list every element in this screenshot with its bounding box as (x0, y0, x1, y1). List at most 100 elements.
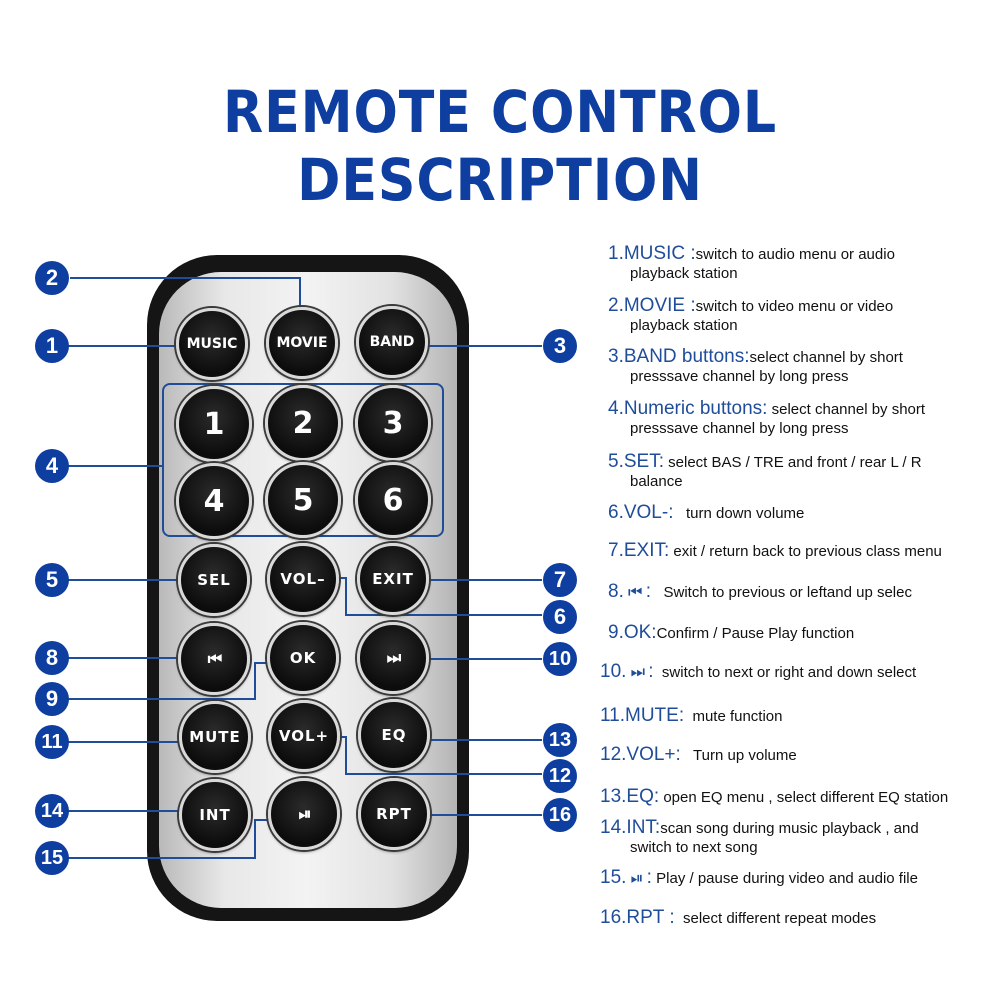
play-pause-button[interactable]: ⏯ (268, 778, 340, 850)
music-button[interactable]: MUSIC (176, 308, 248, 380)
callout-6: 6 (543, 600, 577, 634)
previous-icon: ⏮ (628, 584, 642, 601)
description-text: select BAS / TRE and front / rear L / R (663, 454, 922, 471)
description-text: scan song during music playback , and (660, 820, 919, 837)
play-pause-icon: ⏯ (630, 870, 644, 887)
description-10: 10. ⏭ : switch to next or right and down… (600, 662, 992, 682)
description-separator: : (640, 581, 651, 602)
previous-button[interactable]: ⏮ (178, 623, 250, 695)
description-text: select channel by short (767, 401, 926, 418)
numeric-button-4[interactable]: 4 (176, 463, 252, 539)
callout-1: 1 (35, 329, 69, 363)
callout-10: 10 (543, 642, 577, 676)
description-separator: : (664, 907, 675, 928)
callout-14: 14 (35, 794, 69, 828)
leader-line-15 (68, 819, 268, 859)
next-button[interactable]: ⏭ (357, 622, 429, 694)
description-6: 6.VOL-: turn down volume (608, 503, 1000, 523)
description-text: switch to next or right and down select (653, 664, 917, 681)
description-text-continued: playback station (630, 265, 738, 282)
next-icon: ⏭ (630, 664, 645, 681)
callout-15: 15 (35, 841, 69, 875)
description-8: 8. ⏮ : Switch to previous or leftand up … (608, 582, 1000, 602)
vol-up-button[interactable]: VOL+ (268, 700, 340, 772)
numeric-button-1[interactable]: 1 (176, 386, 252, 462)
description-1: 1.MUSIC :switch to audio menu or audio p… (608, 244, 1000, 283)
callout-8: 8 (35, 641, 69, 675)
page-title: REMOTE CONTROL DESCRIPTION (222, 78, 778, 214)
rpt-button[interactable]: RPT (358, 778, 430, 850)
description-4: 4.Numeric buttons: select channel by sho… (608, 399, 1000, 438)
description-text-continued: balance (630, 473, 683, 490)
leader-line-2 (70, 277, 301, 310)
description-separator: : (643, 661, 654, 682)
description-text: open EQ menu , select different EQ stati… (659, 789, 949, 806)
vol-down-button[interactable]: VOL– (267, 543, 339, 615)
movie-button[interactable]: MOVIE (266, 307, 338, 379)
callout-9: 9 (35, 682, 69, 716)
description-text: exit / return back to previous class men… (669, 543, 942, 560)
callout-3: 3 (543, 329, 577, 363)
int-button[interactable]: INT (179, 779, 251, 851)
description-text-continued: playback station (630, 317, 738, 334)
previous-icon: ⏮ (207, 649, 222, 668)
description-11: 11.MUTE: mute function (600, 706, 992, 726)
numeric-button-5[interactable]: 5 (265, 462, 341, 538)
callout-11: 11 (35, 725, 69, 759)
sel-button[interactable]: SEL (178, 544, 250, 616)
callout-4: 4 (35, 449, 69, 483)
description-text: switch to video menu or video (695, 298, 894, 315)
description-text: select different repeat modes (674, 910, 877, 927)
description-head: 2.MOVIE : (608, 295, 696, 316)
leader-line-12 (336, 736, 542, 775)
description-head: 1.MUSIC : (608, 243, 696, 264)
description-2: 2.MOVIE :switch to video menu or video p… (608, 296, 1000, 335)
play-pause-icon: ⏯ (298, 804, 312, 823)
description-text: Play / pause during video and audio file (651, 870, 918, 887)
description-16: 16.RPT : select different repeat modes (600, 908, 992, 928)
description-text-continued: presssave channel by long press (630, 420, 849, 437)
description-text-continued: switch to next song (630, 839, 758, 856)
description-5: 5.SET: select BAS / TRE and front / rear… (608, 452, 1000, 491)
description-head: 13.EQ: (600, 786, 660, 807)
description-text: select channel by short (749, 349, 903, 366)
description-text: Confirm / Pause Play function (656, 625, 855, 642)
description-text: turn down volume (673, 505, 805, 522)
description-separator: : (641, 867, 652, 888)
description-head: 5.SET: (608, 451, 664, 472)
description-text: Switch to previous or leftand up selec (651, 584, 912, 601)
callout-2: 2 (35, 261, 69, 295)
exit-button[interactable]: EXIT (357, 543, 429, 615)
description-head: 7.EXIT: (608, 540, 670, 561)
callout-5: 5 (35, 563, 69, 597)
ok-button[interactable]: OK (267, 622, 339, 694)
description-text: Turn up volume (680, 747, 797, 764)
description-head: 11.MUTE: (600, 705, 685, 726)
description-text: mute function (684, 708, 783, 725)
description-13: 13.EQ: open EQ menu , select different E… (600, 787, 992, 807)
leader-line-9 (68, 662, 268, 700)
description-head: 10. (600, 661, 627, 682)
description-3: 3.BAND buttons:select channel by short p… (608, 347, 1000, 386)
description-head: 4.Numeric buttons: (608, 398, 768, 419)
description-7: 7.EXIT: exit / return back to previous c… (608, 541, 1000, 561)
numeric-button-2[interactable]: 2 (265, 385, 341, 461)
description-text: switch to audio menu or audio (695, 246, 895, 263)
mute-button[interactable]: MUTE (179, 701, 251, 773)
description-head: 6.VOL-: (608, 502, 674, 523)
numeric-button-6[interactable]: 6 (355, 462, 431, 538)
numeric-button-3[interactable]: 3 (355, 385, 431, 461)
description-text-continued: presssave channel by long press (630, 368, 849, 385)
callout-7: 7 (543, 563, 577, 597)
callout-12: 12 (543, 759, 577, 793)
description-head: 3.BAND buttons: (608, 346, 750, 367)
description-14: 14.INT:scan song during music playback ,… (600, 818, 992, 857)
callout-13: 13 (543, 723, 577, 757)
leader-line-6 (336, 577, 542, 616)
description-head: 15. (600, 867, 627, 888)
description-head: 9.OK: (608, 622, 657, 643)
band-button[interactable]: BAND (356, 306, 428, 378)
eq-button[interactable]: EQ (358, 699, 430, 771)
next-icon: ⏭ (386, 648, 401, 667)
